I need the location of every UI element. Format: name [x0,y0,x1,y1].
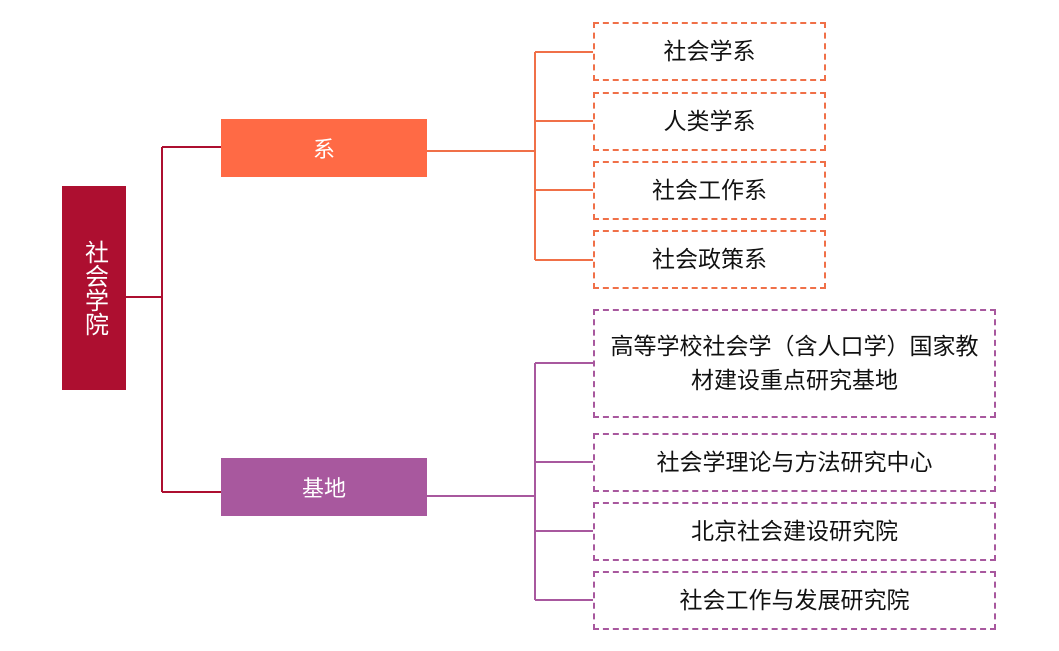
leaf-node-sociology-dept: 社会学系 [593,22,826,81]
branch-node-departments: 系 [221,119,427,177]
leaf-node-theory-method-center: 社会学理论与方法研究中心 [593,433,996,492]
leaf-node-social-policy-dept: 社会政策系 [593,230,826,289]
base-connectors [427,362,593,601]
leaf-node-beijing-social-construction-institute: 北京社会建设研究院 [593,502,996,561]
dept-connectors [427,51,593,261]
leaf-node-anthropology-dept: 人类学系 [593,92,826,151]
root-connectors [126,146,221,493]
leaf-node-social-work-dept: 社会工作系 [593,161,826,220]
leaf-node-social-work-development-institute: 社会工作与发展研究院 [593,571,996,630]
leaf-node-textbook-research-base: 高等学校社会学（含人口学）国家教材建设重点研究基地 [593,309,996,418]
root-node-school-of-sociology: 社会学院 [62,186,126,390]
branch-node-bases: 基地 [221,458,427,516]
